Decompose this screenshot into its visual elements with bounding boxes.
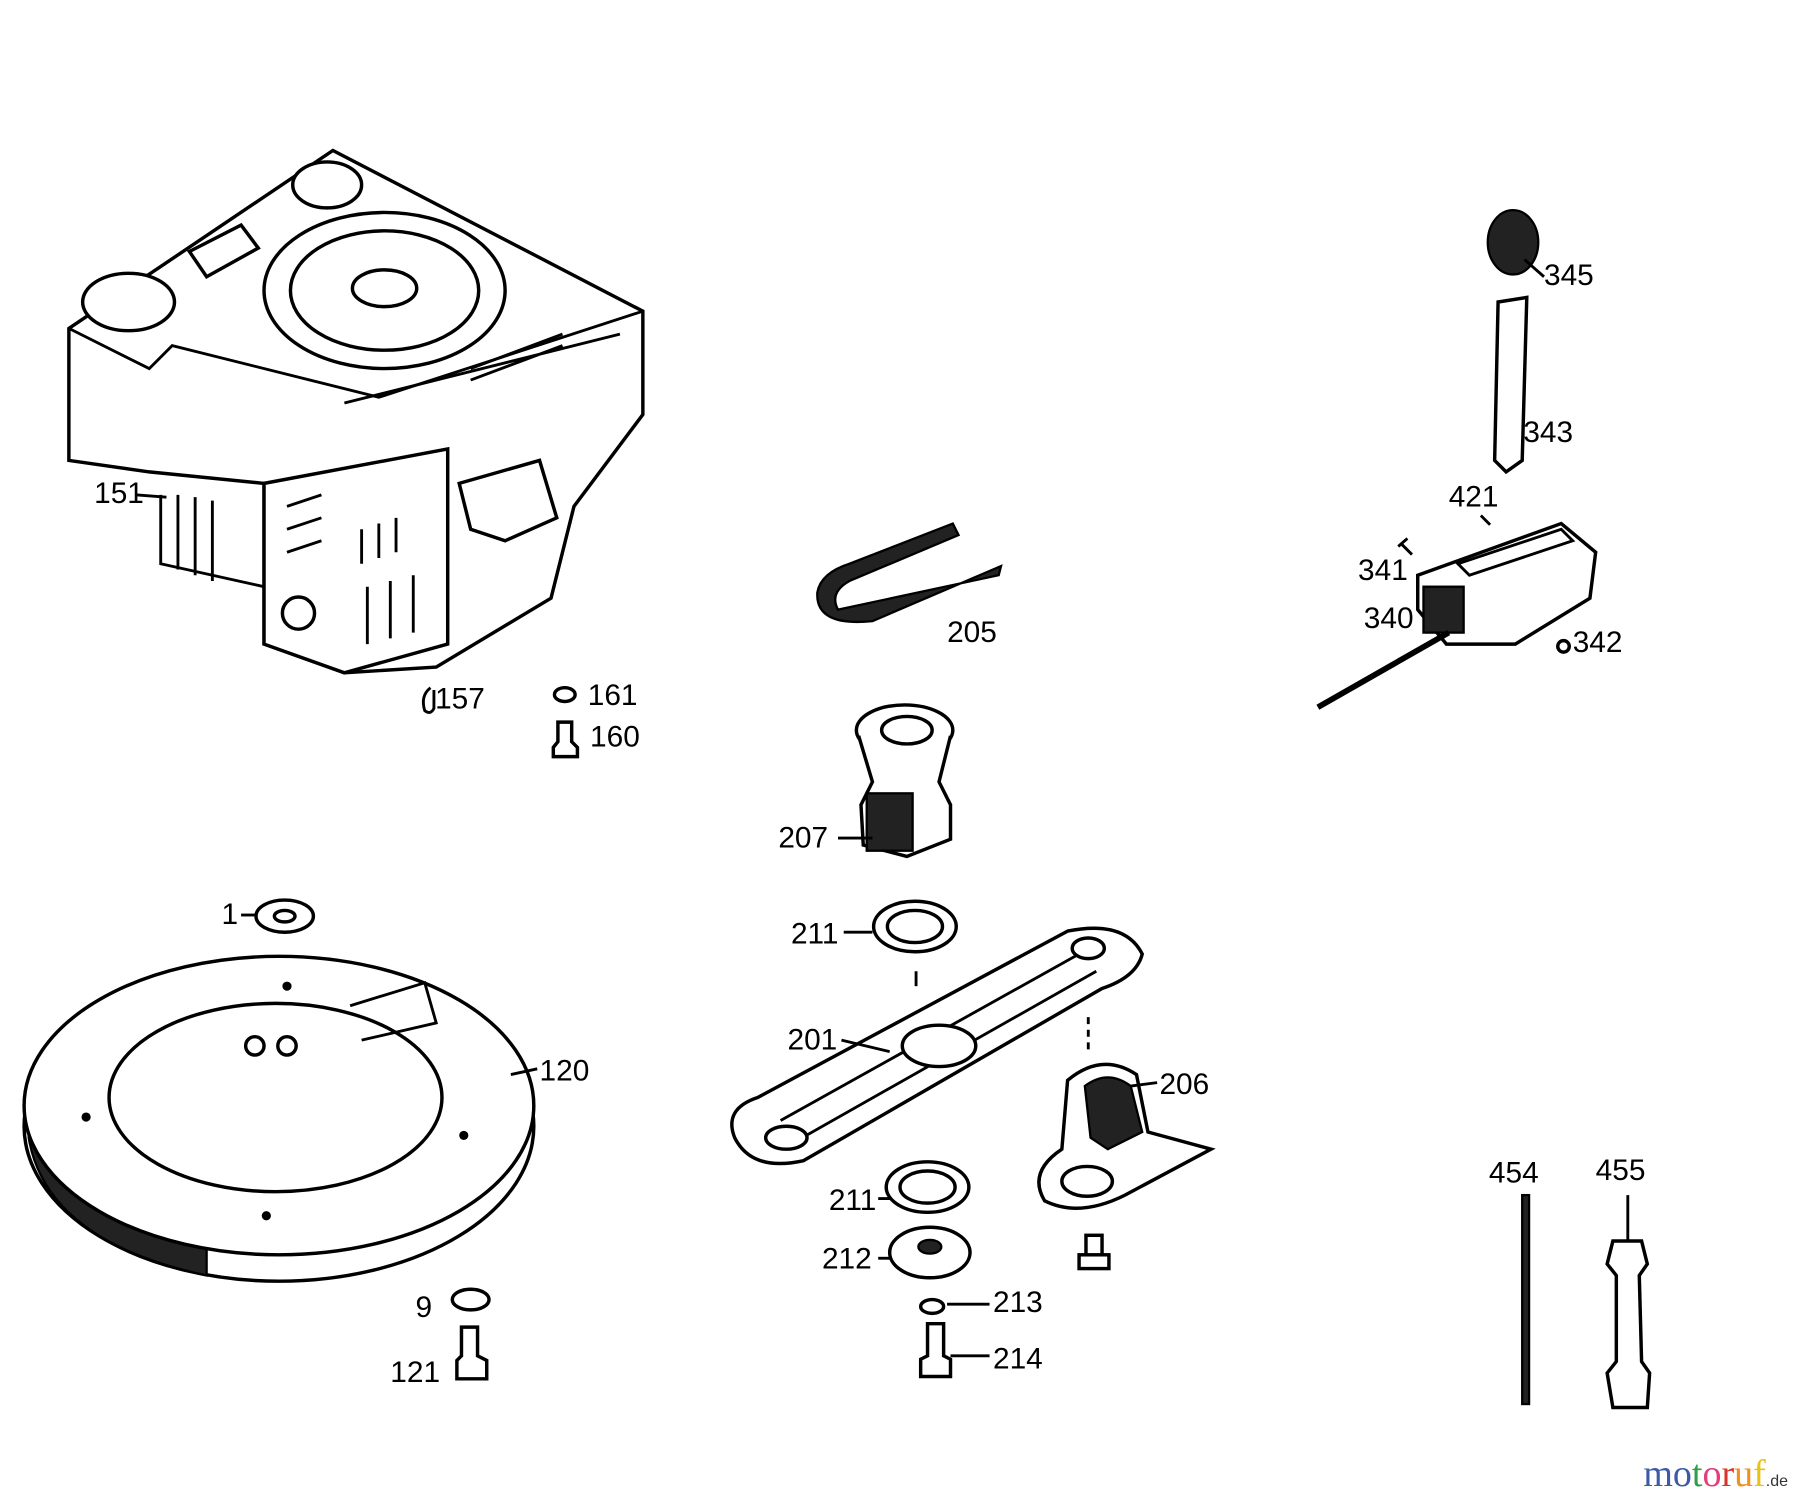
logo-letter: o xyxy=(1702,1453,1722,1495)
washer-part-9[interactable] xyxy=(450,1287,491,1312)
label-343: 343 xyxy=(1523,416,1573,449)
knob-part-345[interactable] xyxy=(1486,209,1540,276)
logo-letter: t xyxy=(1691,1453,1703,1495)
screw-part-341[interactable] xyxy=(1397,537,1414,556)
logo-letter: u xyxy=(1734,1453,1754,1495)
label-211-bottom: 211 xyxy=(829,1184,877,1217)
label-206: 206 xyxy=(1159,1068,1209,1101)
label-214: 214 xyxy=(993,1342,1043,1375)
watermark-logo: motoruf.de xyxy=(1643,1452,1788,1496)
clip-part-157[interactable] xyxy=(421,686,436,714)
label-1: 1 xyxy=(222,898,239,931)
label-161: 161 xyxy=(588,679,638,712)
blade-part-201[interactable] xyxy=(730,926,1145,1166)
label-213: 213 xyxy=(993,1286,1043,1319)
lever-part-343[interactable] xyxy=(1492,295,1529,475)
label-120: 120 xyxy=(540,1054,590,1087)
label-151: 151 xyxy=(94,477,144,510)
label-201: 201 xyxy=(788,1023,838,1056)
pulley-part-207[interactable] xyxy=(854,703,955,859)
washer-part-161[interactable] xyxy=(552,685,577,704)
label-455: 455 xyxy=(1596,1154,1646,1187)
blade-adapter-part-206[interactable] xyxy=(1037,1062,1216,1210)
logo-suffix: .de xyxy=(1765,1473,1788,1490)
label-342: 342 xyxy=(1573,626,1623,659)
label-160: 160 xyxy=(590,720,640,753)
label-212: 212 xyxy=(822,1243,872,1276)
label-157: 157 xyxy=(435,682,485,715)
label-421: 421 xyxy=(1449,480,1499,513)
washer-part-211-bottom[interactable] xyxy=(884,1160,971,1215)
bolt-part-160[interactable] xyxy=(551,720,580,759)
washer-part-1[interactable] xyxy=(254,898,316,934)
rod-part-454[interactable] xyxy=(1521,1193,1531,1406)
blade-housing-part-120[interactable] xyxy=(22,954,536,1283)
bolt-part-121[interactable] xyxy=(455,1325,489,1381)
engine-part-151[interactable] xyxy=(67,148,645,675)
label-454: 454 xyxy=(1489,1156,1539,1189)
bolt-part-blade[interactable] xyxy=(1077,1233,1111,1271)
label-121: 121 xyxy=(390,1356,440,1389)
cable-part xyxy=(1316,630,1451,710)
belt-part-205[interactable] xyxy=(816,522,1003,624)
washer-part-211-top[interactable] xyxy=(871,899,958,954)
wrench-part-455[interactable] xyxy=(1605,1195,1652,1410)
label-345: 345 xyxy=(1544,259,1594,292)
lock-washer-part-213[interactable] xyxy=(918,1297,946,1316)
label-211-top: 211 xyxy=(791,918,839,951)
label-9: 9 xyxy=(416,1291,433,1324)
logo-letter: m xyxy=(1643,1453,1673,1495)
housing-part-340[interactable] xyxy=(1416,521,1598,646)
spacer-part-212[interactable] xyxy=(887,1225,972,1280)
logo-letter: r xyxy=(1721,1453,1735,1495)
label-341: 341 xyxy=(1358,554,1408,587)
screw-part-421[interactable] xyxy=(1479,514,1492,526)
logo-letter: o xyxy=(1672,1453,1692,1495)
logo-letter: f xyxy=(1753,1453,1766,1495)
label-340: 340 xyxy=(1364,602,1414,635)
nut-part-342[interactable] xyxy=(1556,638,1571,654)
label-205: 205 xyxy=(947,616,997,649)
label-207: 207 xyxy=(778,821,828,854)
bolt-part-214[interactable] xyxy=(918,1321,953,1379)
